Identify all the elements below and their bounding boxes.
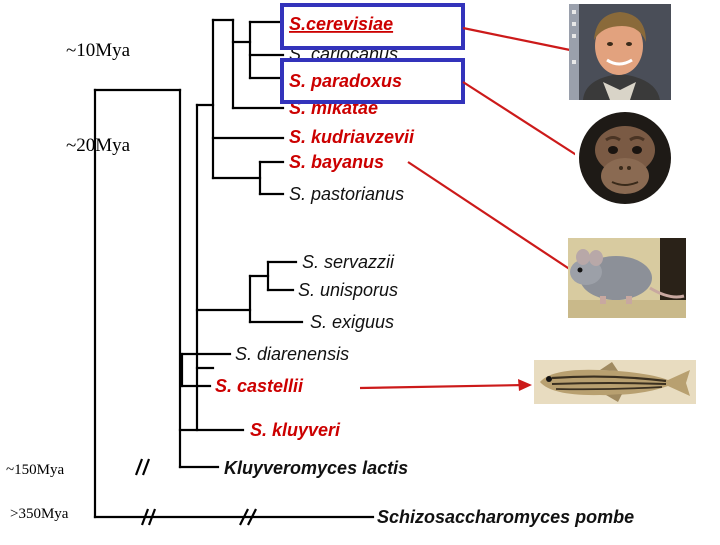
time-label-20mya: ~20Mya [66,135,131,156]
connector-castellii-fish [359,383,527,390]
highlight-box-paradoxus: S. paradoxus [280,58,465,104]
break-mark-pombe-3 [239,508,249,526]
time-label-10mya: ~10Mya [66,40,131,61]
break-mark-pombe-2 [147,508,157,526]
highlight-box-cerevisiae: S.cerevisiae [280,3,465,50]
species-servazzii: S. servazzii [302,252,395,272]
zebrafish-photo [534,360,696,404]
species-cerevisiae: S.cerevisiae [289,14,393,34]
connector-lines [359,26,579,390]
highlight-box-cerevisiae-frame [280,3,465,50]
species-diarenensis: S. diarenensis [235,344,349,364]
species-kluyveromyces-lactis: Kluyveromyces lactis [224,458,408,478]
connector-paradoxus-chimp [462,81,579,157]
chimpanzee-photo [575,112,675,204]
species-schizosaccharomyces-pombe: Schizosaccharomyces pombe [377,507,634,527]
species-bayanus: S. bayanus [289,152,384,172]
connector-cerevisiae-human [462,26,571,52]
connector-bayanus-mouse [407,161,575,273]
species-paradoxus: S. paradoxus [289,71,402,91]
human-photo [569,4,671,100]
time-label-350mya: >350Mya [10,506,69,522]
species-castellii: S. castellii [215,376,304,396]
species-kluyveri: S. kluyveri [250,420,341,440]
species-exiguus: S. exiguus [310,312,394,332]
break-mark-pombe-4 [247,508,257,526]
highlight-box-paradoxus-frame [280,58,465,104]
tree-branches [93,18,375,519]
arrowhead-fish [518,379,532,391]
species-kudriavzevii: S. kudriavzevii [289,127,415,147]
species-labels: S. cariocanus S. mikatae S. kudriavzevii… [215,44,634,527]
break-mark-lactis-1 [134,458,144,476]
species-unisporus: S. unisporus [298,280,398,300]
branch-break-marks [134,458,257,526]
break-mark-lactis-2 [141,458,151,476]
time-label-150mya: ~150Mya [6,462,64,478]
species-pastorianus: S. pastorianus [289,184,404,204]
break-mark-pombe-1 [140,508,150,526]
mouse-photo [568,238,686,318]
